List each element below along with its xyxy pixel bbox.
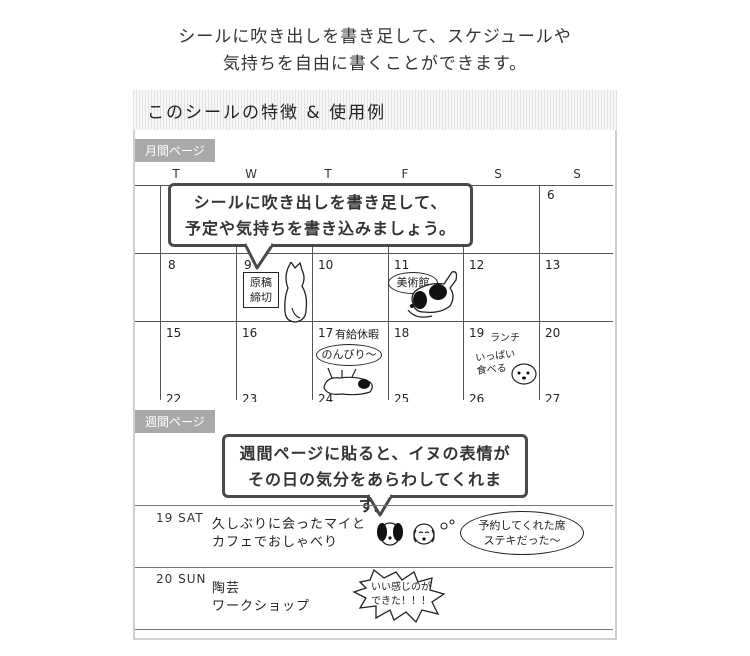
weekly-day-label: 19 SAT — [156, 511, 204, 525]
date-19: 19 — [469, 326, 485, 340]
date-11: 11 — [394, 258, 410, 272]
date-16: 16 — [242, 326, 258, 340]
dog-face-icon — [511, 363, 537, 385]
weekly-callout: 週間ページに貼ると、イヌの表情が その日の気分をあらわしてくれます。 — [222, 434, 528, 515]
date-6: 6 — [547, 188, 555, 202]
sticker-speech-bubble: 予約してくれた席 ステキだった〜 — [460, 511, 584, 555]
headline-line-1: シールに吹き出しを書き足して、スケジュールや — [178, 27, 572, 47]
dog-faces-icon — [377, 519, 455, 546]
date-13: 13 — [545, 258, 561, 272]
monthly-page-tag: 月間ページ — [135, 139, 215, 162]
calendar-grid-line — [388, 185, 389, 400]
date-15: 15 — [166, 326, 182, 340]
headline-line-2: 気持ちを自由に書くことができます。 — [222, 54, 528, 74]
date-12: 12 — [469, 258, 485, 272]
calendar-grid-line — [236, 185, 237, 400]
weekly-memo: 久しぶりに会ったマイと カフェでおしゃべり — [212, 517, 367, 550]
callout-pointer — [243, 242, 275, 270]
weekday-header-sat: S — [494, 167, 502, 181]
calendar-grid-line — [463, 185, 464, 400]
weekday-header-tue: T — [172, 167, 180, 181]
weekly-memo: 陶芸 ワークショップ — [212, 581, 311, 614]
rolling-dog-icon — [323, 367, 373, 396]
weekly-page-tag: 週間ページ — [135, 410, 215, 433]
calendar-grid-line — [135, 321, 613, 322]
weekly-row-divider — [135, 567, 613, 568]
weekday-header-thu: T — [324, 167, 332, 181]
date-17: 17 — [318, 326, 334, 340]
lying-dog-icon — [407, 271, 458, 318]
calendar-grid-line — [160, 185, 161, 400]
monthly-callout: シールに吹き出しを書き足して、 予定や気持ちを書き込みましょう。 — [168, 183, 473, 247]
panel-title-bar: このシールの特徴 & 使用例 — [133, 90, 617, 130]
weekly-row-divider — [135, 505, 613, 506]
calendar-grid-line — [312, 185, 313, 400]
date-18: 18 — [394, 326, 410, 340]
calendar-grid-line — [135, 253, 613, 254]
date-8: 8 — [168, 258, 176, 272]
burst-bubble-text: いい感じのが できた！！！ — [371, 582, 431, 607]
date-20: 20 — [545, 326, 561, 340]
weekly-row-divider — [135, 629, 613, 630]
weekday-header-sun: S — [573, 167, 581, 181]
weekday-header-wed: W — [245, 167, 257, 181]
sitting-dog-icon — [284, 262, 308, 323]
lunch-note: ランチ — [490, 333, 520, 344]
weekly-day-label: 20 SUN — [156, 572, 207, 586]
calendar-grid-line — [539, 185, 540, 400]
date-9: 9 — [244, 258, 252, 272]
sticker-note-box: 原稿 締切 — [243, 272, 279, 308]
paid-leave-note: 有給休暇 — [335, 328, 379, 341]
panel-title: このシールの特徴 & 使用例 — [147, 103, 387, 123]
sticker-speech-bubble: のんびり〜 — [316, 344, 382, 366]
weekday-header-fri: F — [401, 167, 409, 181]
burst-bubble-shape — [352, 568, 446, 624]
date-10: 10 — [318, 258, 334, 272]
